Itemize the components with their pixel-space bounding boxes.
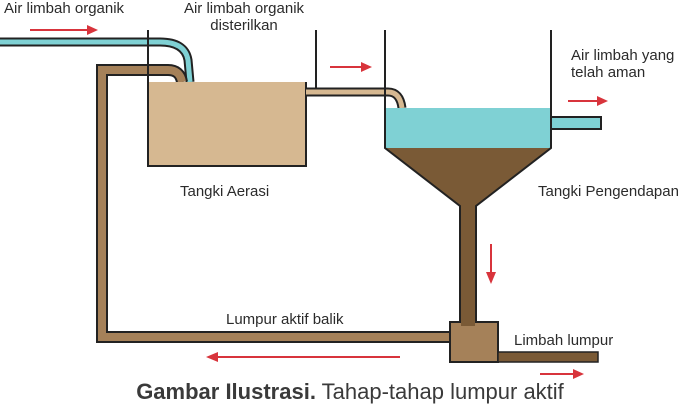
label-return-sludge: Lumpur aktif balik [226, 311, 344, 328]
figure-caption: Gambar Ilustrasi. Tahap-tahap lumpur akt… [0, 379, 700, 405]
caption-bold: Gambar Ilustrasi. [136, 379, 316, 404]
return-sludge-pipe [96, 64, 452, 343]
aeration-tank [147, 30, 317, 167]
sludge-junction [449, 320, 599, 363]
inflow-pipe [0, 37, 195, 83]
label-sterilized: Air limbah organik disterilkan [183, 0, 305, 34]
caption-text: Tahap-tahap lumpur aktif [315, 379, 564, 404]
label-safe-water: Air limbah yang telah aman [571, 47, 675, 81]
settling-tank [384, 30, 552, 326]
label-aeration-tank: Tangki Aerasi [180, 183, 270, 200]
label-inflow: Air limbah organik [4, 0, 125, 17]
flow-arrows [30, 25, 608, 379]
transfer-pipe [306, 87, 407, 109]
label-waste-sludge: Limbah lumpur [514, 332, 614, 349]
label-settling-tank: Tangki Pengendapan [538, 183, 679, 200]
outflow-pipe [550, 116, 602, 130]
